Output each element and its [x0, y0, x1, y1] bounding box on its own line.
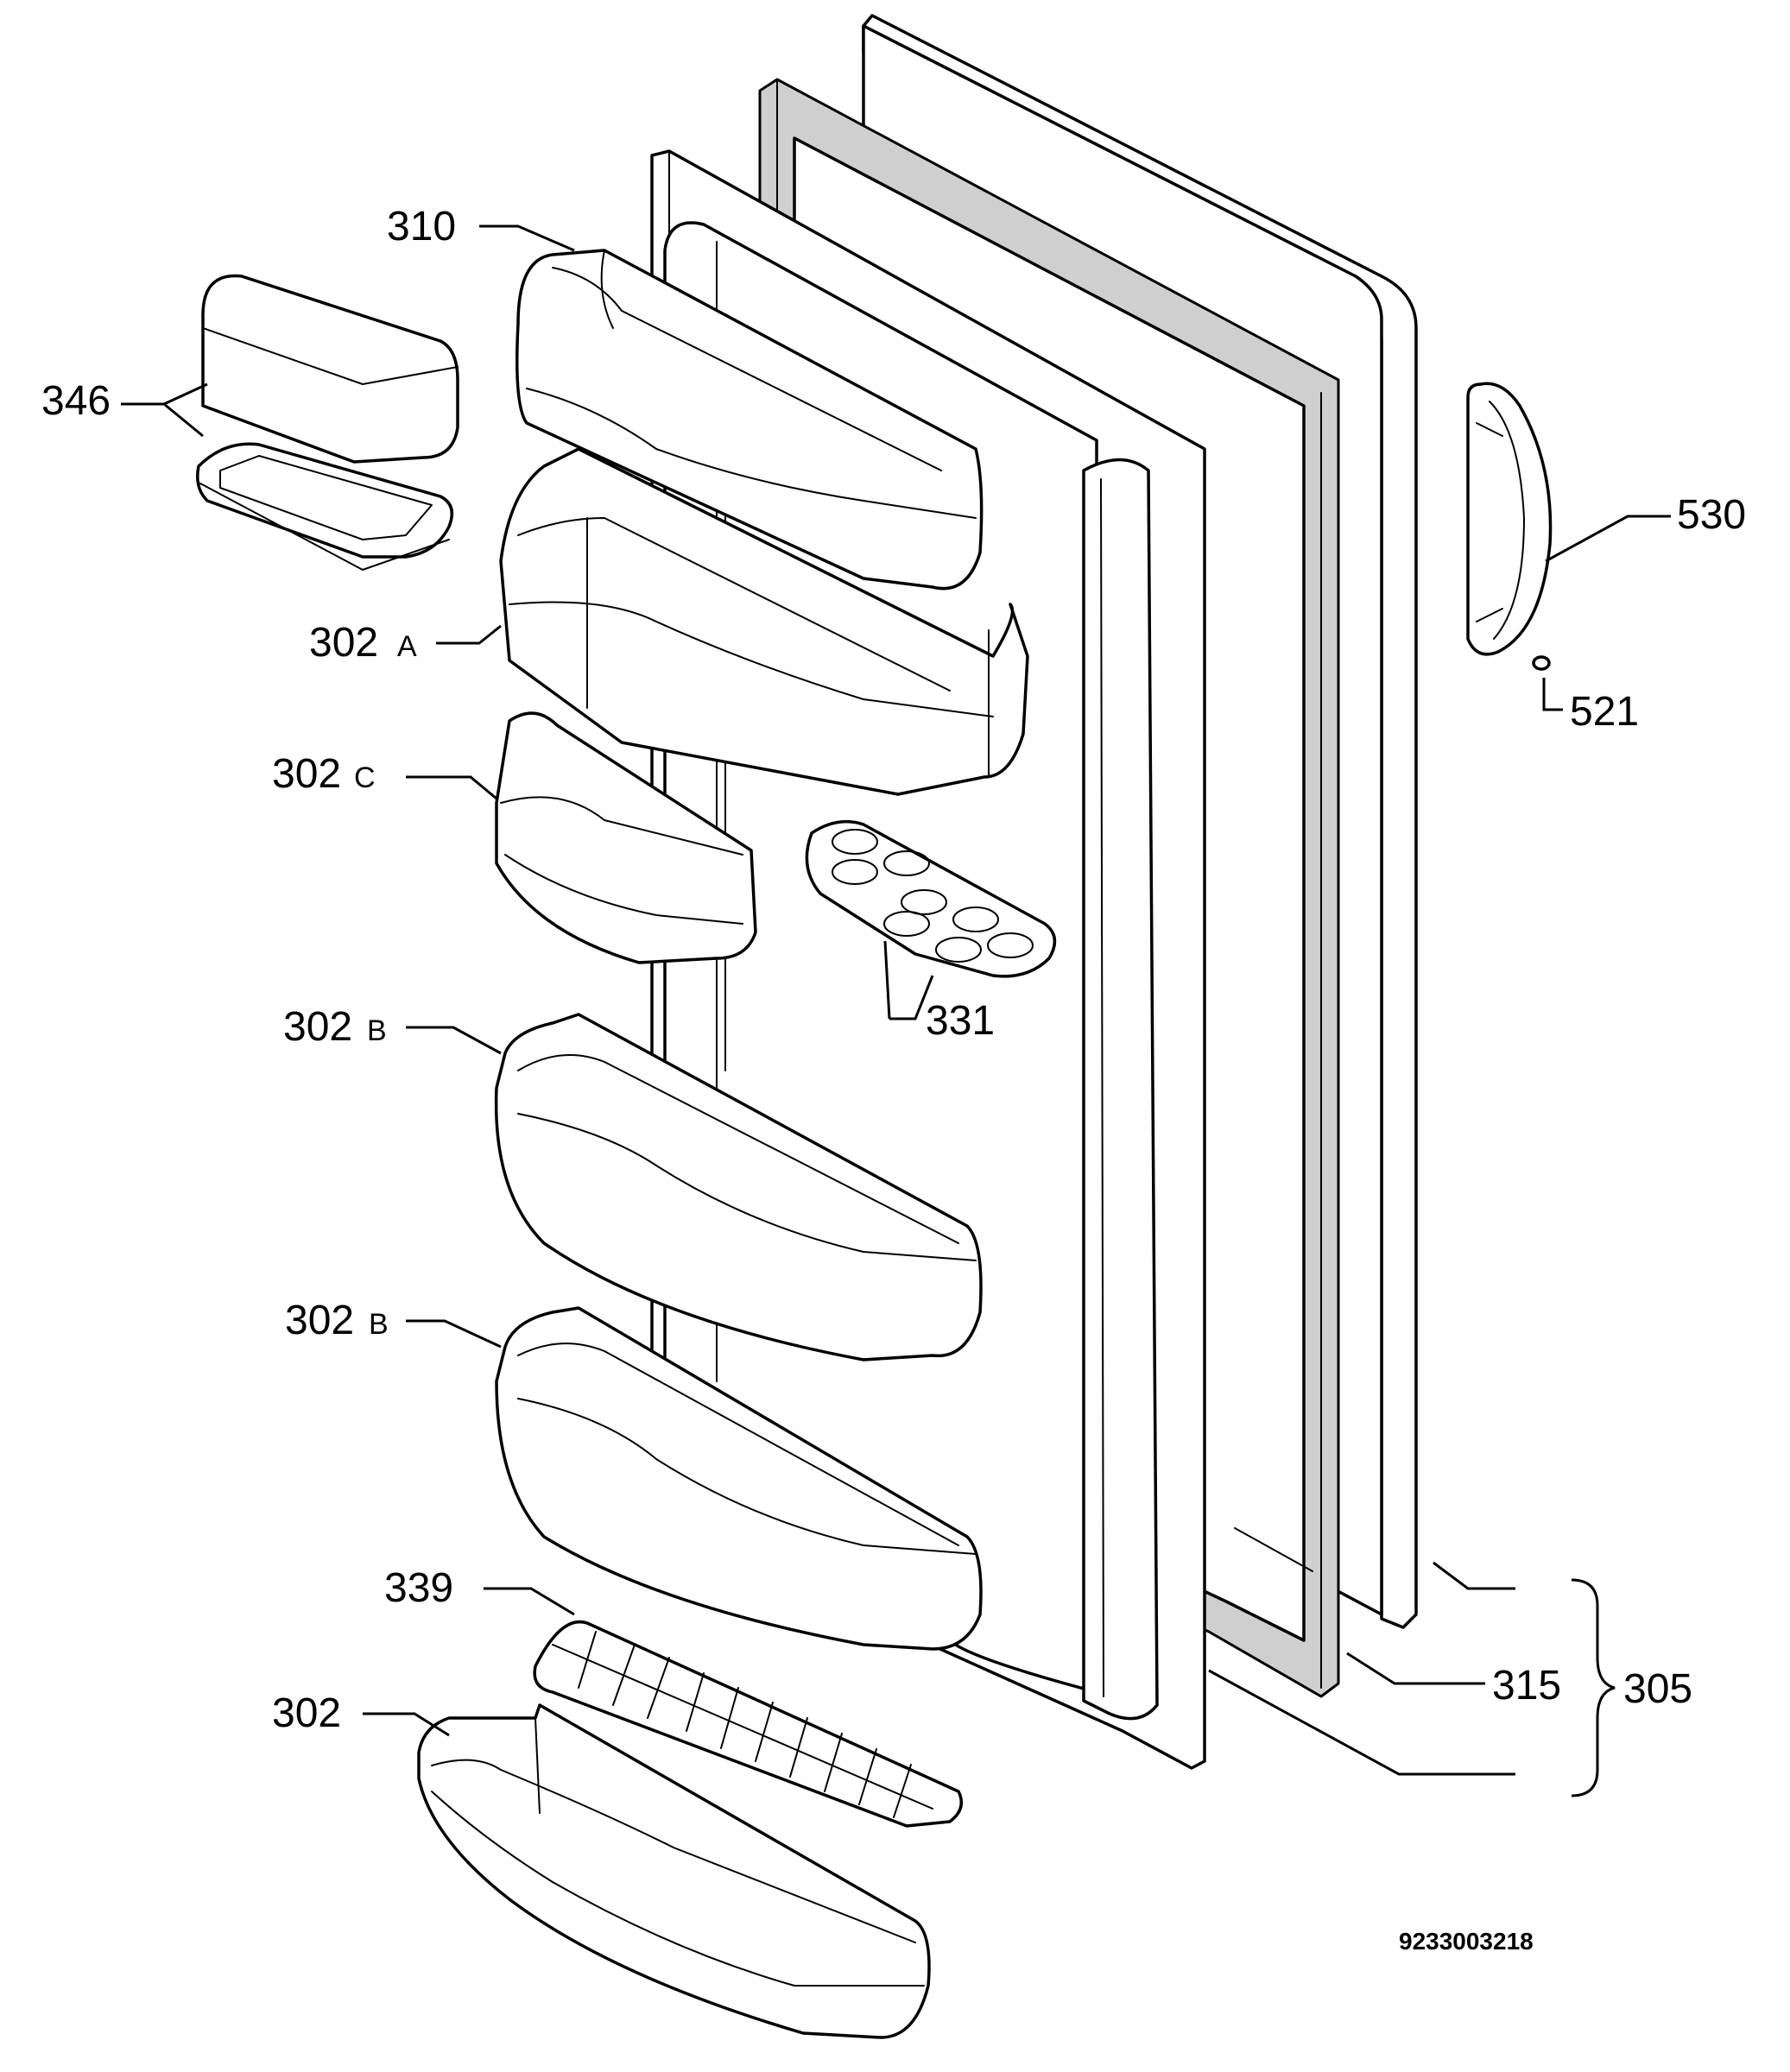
- egg-tray: [805, 819, 1057, 978]
- label-339: 339: [384, 1565, 453, 1611]
- label-302: 302: [272, 1690, 341, 1736]
- label-346: 346: [41, 378, 111, 424]
- label-302b-lower-suffix: B: [369, 1308, 389, 1341]
- label-315: 315: [1492, 1663, 1561, 1709]
- leader-lines: [121, 224, 1671, 1776]
- label-530: 530: [1677, 492, 1746, 538]
- label-302c: 302: [272, 751, 341, 797]
- label-305: 305: [1623, 1666, 1692, 1712]
- drawing-number: 9233003218: [1399, 1928, 1534, 1955]
- door-shelf-302a: [499, 447, 1029, 796]
- label-302c-suffix: C: [354, 761, 376, 794]
- door-shelf-302c: [495, 711, 757, 964]
- bottle-rack: [533, 1620, 964, 1828]
- label-302b-upper-suffix: B: [367, 1014, 387, 1047]
- door-shelf-302b-lower: [495, 1306, 983, 1651]
- label-310: 310: [387, 204, 456, 250]
- label-521: 521: [1570, 689, 1639, 735]
- label-302b-lower: 302: [285, 1298, 354, 1343]
- dairy-compartment-cover: [515, 249, 984, 591]
- door-shelf-302-bottom: [417, 1703, 931, 2039]
- door-handle: [1466, 382, 1553, 671]
- door-shelf-302b-upper: [494, 1013, 983, 1361]
- label-302b-upper: 302: [283, 1004, 352, 1050]
- label-331: 331: [926, 998, 995, 1044]
- label-302a: 302: [309, 620, 378, 666]
- butter-box: [196, 274, 459, 571]
- label-302a-suffix: A: [397, 630, 417, 663]
- group-brace-305: [1571, 1578, 1616, 1797]
